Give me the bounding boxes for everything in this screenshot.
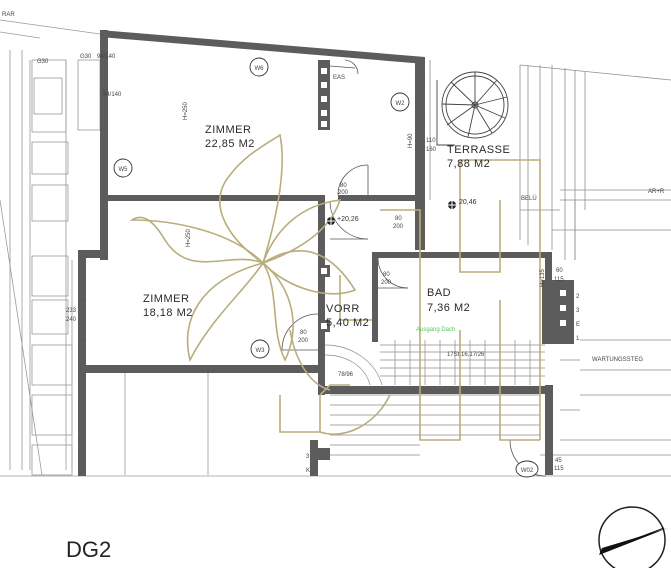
- ar-r-label: AR+R: [648, 189, 665, 195]
- door-tag-3-w: 80: [383, 272, 390, 278]
- g30-label-2: G30: [80, 54, 92, 60]
- door-tag-2-h: 200: [393, 224, 404, 230]
- level-label-2: 20,46: [459, 199, 477, 206]
- door-tag-2-w: 80: [395, 216, 402, 222]
- k3-label-a: 3: [306, 454, 310, 460]
- window-tag-circles: [113, 57, 539, 478]
- dim-94-140-1: 94/140: [97, 54, 116, 60]
- north-arrow-icon: [598, 506, 668, 568]
- duct-blocks: [321, 68, 566, 329]
- window-tag-w02: W02: [521, 468, 534, 474]
- side-number-2: 3: [576, 308, 580, 314]
- room-name-zimmer-2: ZIMMER: [143, 293, 189, 305]
- wartungssteg-label: WARTUNGSSTEG: [592, 357, 643, 363]
- door-tag-3-h: 200: [381, 280, 392, 286]
- ausgang-label: Ausgang Dach: [416, 327, 455, 333]
- door-tag-4-h: 200: [298, 338, 309, 344]
- room-area-terrasse: 7,88 M2: [447, 158, 490, 170]
- room-area-zimmer-2: 18,18 M2: [143, 307, 193, 319]
- window-tag-w2: W2: [396, 101, 406, 107]
- room-name-zimmer-1: ZIMMER: [205, 124, 251, 136]
- height-label-1: H=250: [183, 101, 189, 120]
- g30-label-1: G30: [37, 59, 49, 65]
- door-tag-4-w: 80: [300, 330, 307, 336]
- stair-spec-label: 17St 16,17/26: [447, 352, 485, 358]
- door-tag-1-w: 80: [340, 183, 347, 189]
- door-tag-1-h: 200: [338, 190, 349, 196]
- h90-label: H=90: [408, 133, 414, 148]
- window-openings: [78, 65, 425, 341]
- gold-overlay: [129, 133, 541, 441]
- room-area-bad: 7,36 M2: [427, 302, 470, 314]
- room-name-terrasse: TERRASSE: [447, 144, 510, 156]
- rar-label: RAR: [2, 12, 15, 18]
- window-tag-w5: W5: [119, 167, 129, 173]
- eas-label: EAS: [333, 75, 345, 81]
- level-label-1: +20,26: [337, 216, 359, 223]
- k3-label-b: K: [306, 468, 310, 474]
- internal-stair: [324, 340, 545, 456]
- window-tag-w6: W6: [255, 66, 265, 72]
- room-name-bad: BAD: [427, 287, 451, 299]
- belu-label: BELÜ: [521, 195, 537, 202]
- h135-label: H=135: [540, 268, 546, 287]
- window-tag-w3: W3: [256, 348, 266, 354]
- side-number-4: 1: [576, 336, 580, 342]
- room-area-zimmer-1: 22,85 M2: [205, 138, 255, 150]
- spiral-stair: [436, 71, 509, 146]
- floor-label: DG2: [66, 537, 111, 562]
- room-name-vorr: VORR: [326, 303, 360, 315]
- room-area-vorr: 5,40 M2: [326, 317, 369, 329]
- stair-spec-b-label: 78/96: [338, 372, 354, 378]
- dim-94-140-2: 94/140: [103, 92, 122, 98]
- level-marker-crosses: [327, 201, 456, 225]
- side-number-3: E: [576, 322, 580, 328]
- height-label-2: H=250: [186, 228, 192, 247]
- side-number-1: 2: [576, 294, 580, 300]
